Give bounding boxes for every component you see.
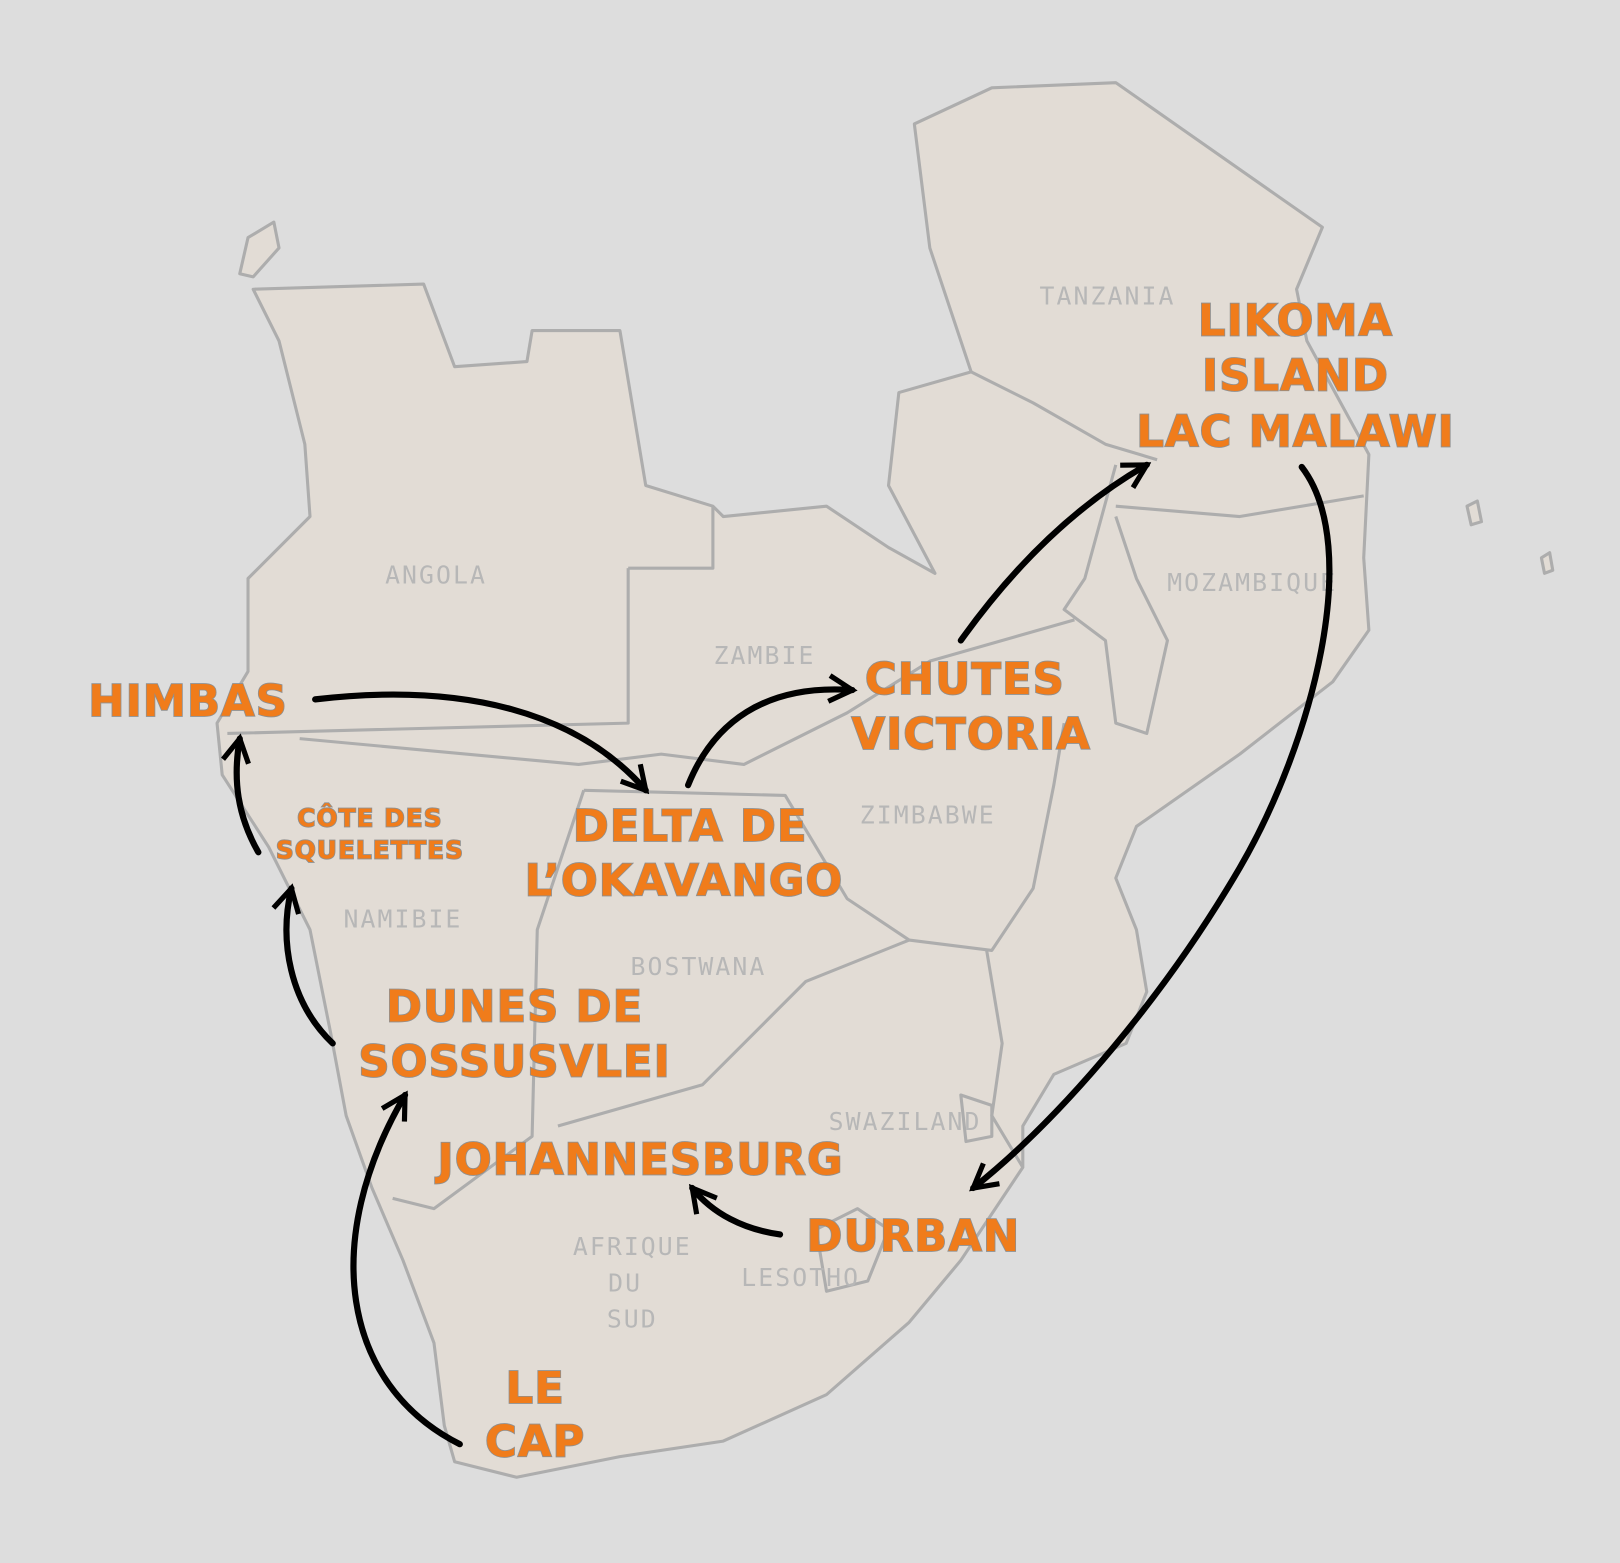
place-dunes-line2: SOSSUSVLEI [358,1037,670,1087]
route-arrow-cote-himbas [237,739,262,856]
country-angola: ANGOLA [385,561,487,590]
place-cote-line2: SQUELETTES [276,835,464,864]
route-arrow-cap-sossusvlei [350,1095,463,1448]
place-delta-line1: DELTA DE [573,802,808,852]
country-zimbabwe: ZIMBABWE [860,800,996,829]
place-likoma-line3: LAC MALAWI [1136,407,1454,457]
country-sud: SUD [607,1304,658,1333]
route-arrow-delta-chutes [685,689,852,789]
country-labels: TANZANIA ANGOLA ZAMBIE MOZAMBIQUE ZIMBAB… [344,282,1337,1334]
borders [227,370,1364,1293]
routes [237,461,1333,1448]
route-arrow-sossusvlei-cote [287,888,336,1047]
country-lesotho: LESOTHO [741,1263,860,1292]
place-cap-line2: CAP [485,1418,585,1468]
place-himbas: HIMBAS [88,677,288,727]
place-chutes-line1: CHUTES [865,655,1065,705]
country-swaziland: SWAZILAND [829,1107,982,1136]
country-mozambique: MOZAMBIQUE [1167,568,1337,597]
route-arrow-durban-johannesburg [692,1188,784,1238]
route-arrow-likoma-durban [973,463,1333,1188]
route-arrow-himbas-delta [312,691,646,791]
place-johannesburg: JOHANNESBURG [435,1136,844,1186]
route-arrow-chutes-likoma [957,461,1147,644]
place-cap-line1: LE [506,1364,565,1414]
place-dunes-line1: DUNES DE [386,983,643,1033]
country-zambie: ZAMBIE [714,641,816,670]
country-du: DU [608,1268,642,1297]
place-labels: LIKOMA ISLAND LAC MALAWI HIMBAS CHUTES V… [87,296,1454,1469]
place-cote-line1: CÔTE DES [297,802,442,832]
landmass [215,81,1555,1479]
country-namibie: NAMIBIE [344,905,463,934]
place-likoma-line2: ISLAND [1202,351,1389,401]
country-bostwana: BOSTWANA [630,952,766,981]
country-afrique: AFRIQUE [573,1232,692,1261]
place-durban: DURBAN [806,1212,1020,1262]
place-likoma-line1: LIKOMA [1198,297,1393,347]
place-chutes-line2: VICTORIA [851,710,1090,760]
place-delta-line2: L’OKAVANGO [525,857,844,907]
country-tanzania: TANZANIA [1040,282,1176,311]
